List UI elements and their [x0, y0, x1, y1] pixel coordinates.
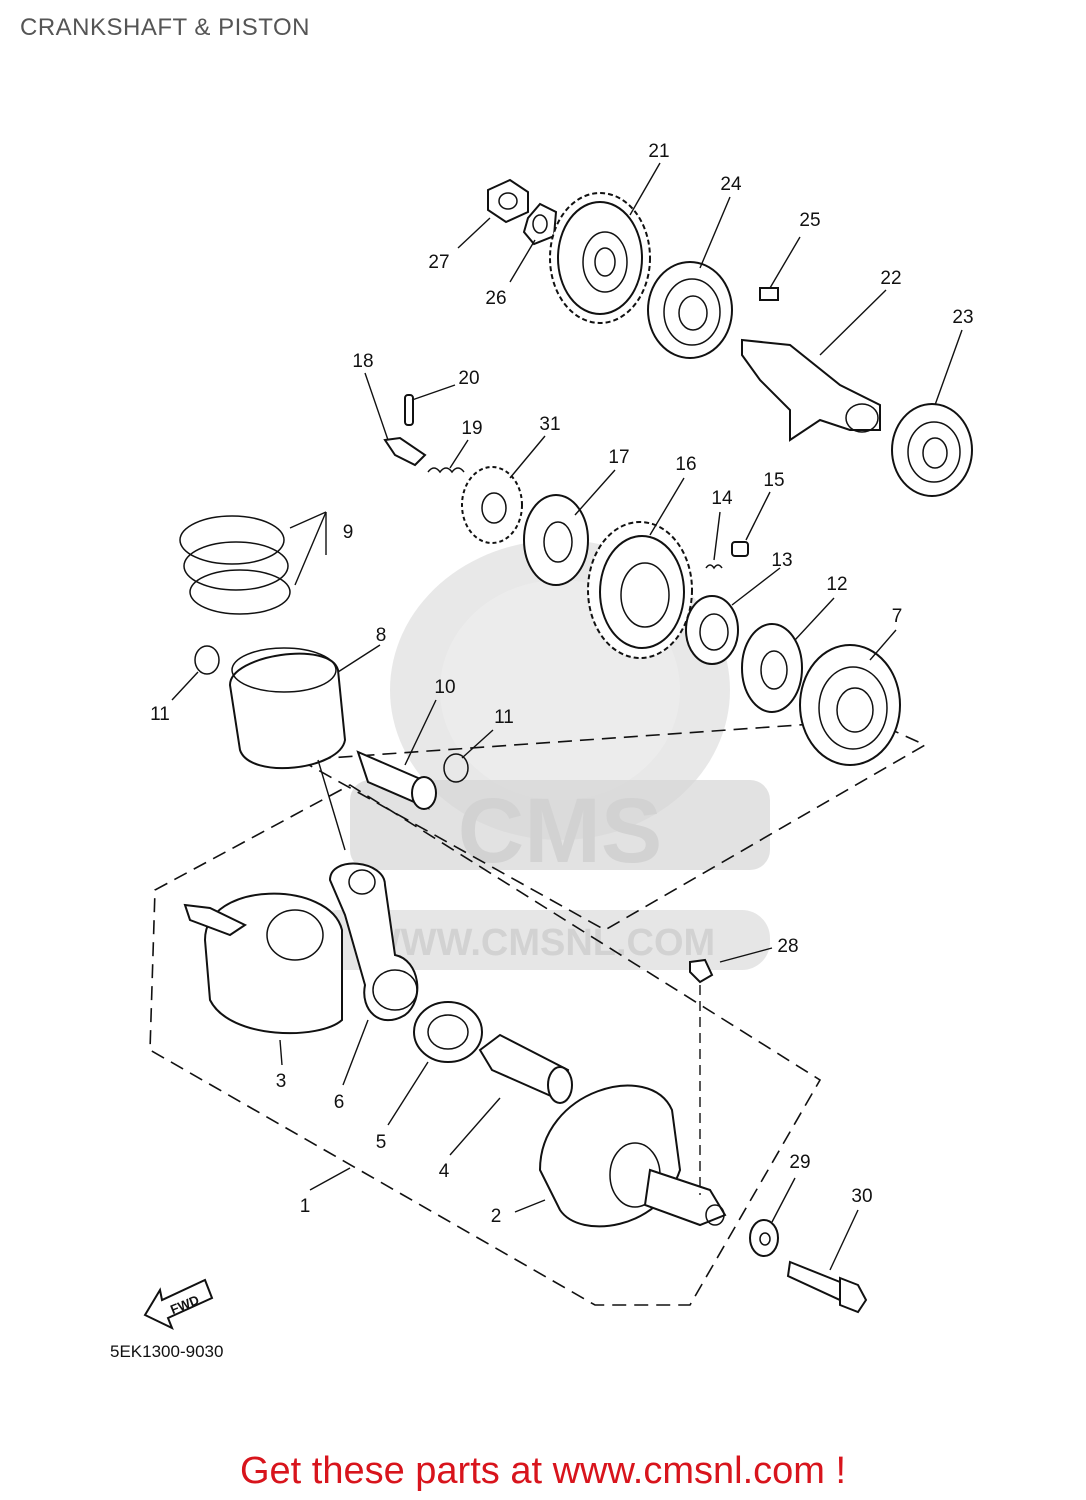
page-title: CRANKSHAFT & PISTON — [20, 14, 310, 41]
label-part-22: 22 — [880, 268, 901, 289]
label-part-5: 5 — [376, 1132, 387, 1153]
label-part-20: 20 — [458, 368, 479, 389]
label-part-29: 29 — [789, 1152, 810, 1173]
part-12-plate — [741, 623, 803, 713]
part-5-needle-bearing — [413, 1001, 483, 1063]
label-part-24: 24 — [720, 174, 742, 195]
part-21-balancer-gear — [549, 192, 651, 324]
part-30-bolt — [786, 1260, 868, 1314]
leader-lines — [171, 162, 963, 1271]
part-7-bearing — [799, 644, 901, 766]
part-16-primary-gear — [587, 521, 693, 659]
label-part-21: 21 — [648, 141, 669, 162]
part-28-woodruff-key — [689, 958, 714, 984]
label-part-16: 16 — [675, 454, 696, 475]
part-2-crank-half-right — [538, 1084, 727, 1228]
label-part-10: 10 — [434, 677, 455, 698]
label-part-12: 12 — [826, 574, 847, 595]
diagram-code: 5EK1300-9030 — [110, 1342, 223, 1361]
fwd-arrow-icon: FWD — [143, 1278, 214, 1331]
part-number-labels: 1 2 3 4 5 6 7 8 9 10 11 11 12 13 14 15 1… — [150, 141, 973, 1227]
part-22-balancer-shaft — [741, 338, 881, 442]
part-6-connecting-rod — [328, 862, 419, 1022]
part-3-crank-half-left — [183, 892, 343, 1035]
part-14-spring — [705, 564, 723, 570]
part-25-key — [759, 287, 779, 301]
part-11-clip-left — [194, 645, 220, 675]
label-part-8: 8 — [376, 625, 387, 646]
label-part-27: 27 — [428, 252, 449, 273]
label-part-15: 15 — [763, 470, 784, 491]
label-part-14: 14 — [711, 488, 733, 509]
watermark-url: WWW.CMSNL.COM — [365, 922, 715, 964]
part-31-gear — [461, 466, 523, 544]
label-part-6: 6 — [334, 1092, 345, 1113]
part-29-washer — [749, 1219, 779, 1257]
label-part-11-right: 11 — [494, 707, 514, 728]
part-4-crank-pin — [478, 1033, 573, 1104]
part-23-bearing — [891, 403, 973, 497]
part-24-bearing — [647, 261, 733, 359]
part-8-piston — [228, 647, 347, 770]
label-part-19: 19 — [461, 418, 482, 439]
label-part-26: 26 — [485, 288, 506, 309]
label-part-25: 25 — [799, 210, 820, 231]
label-part-7: 7 — [892, 606, 903, 627]
part-27-nut — [487, 178, 529, 224]
part-10-piston-pin — [356, 750, 437, 810]
label-part-23: 23 — [952, 307, 973, 328]
label-part-28: 28 — [777, 936, 798, 957]
part-19-spring — [427, 467, 465, 474]
label-part-11-left: 11 — [150, 704, 170, 725]
label-part-3: 3 — [276, 1071, 287, 1092]
label-part-30: 30 — [851, 1186, 872, 1207]
label-part-18: 18 — [352, 351, 373, 372]
label-part-4: 4 — [439, 1161, 450, 1182]
part-15-pin — [731, 541, 749, 557]
part-17-plate — [523, 494, 589, 586]
part-20-pin — [404, 394, 414, 426]
label-part-17: 17 — [608, 447, 629, 468]
promo-link[interactable]: Get these parts at www.cmsnl.com ! — [239, 1450, 847, 1492]
part-13-collar — [685, 595, 739, 665]
watermark-brand: CMS — [458, 780, 662, 882]
label-part-9: 9 — [343, 522, 354, 543]
label-part-1: 1 — [300, 1196, 311, 1217]
label-part-13: 13 — [771, 550, 792, 571]
label-part-2: 2 — [491, 1206, 502, 1227]
part-9-piston-rings — [179, 515, 291, 615]
part-18-shaft — [383, 436, 427, 467]
part-11-clip-right — [443, 753, 469, 783]
label-part-31: 31 — [539, 414, 560, 435]
